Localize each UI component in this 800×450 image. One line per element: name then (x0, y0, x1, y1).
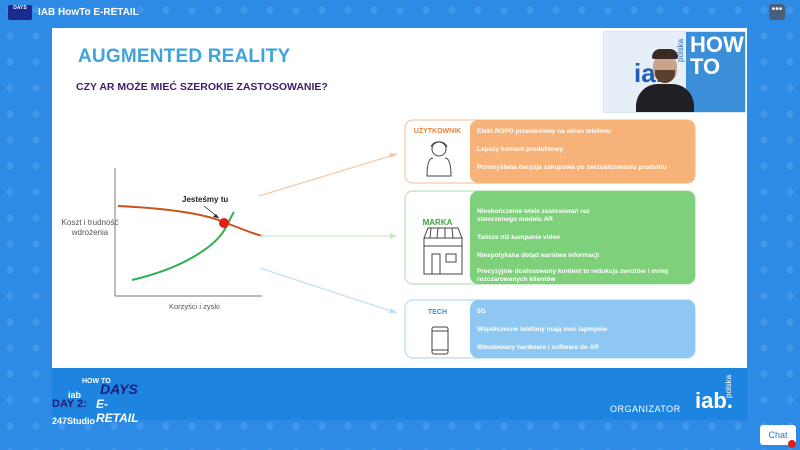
event-logo-iab: iab (68, 390, 82, 400)
arrow-to-user (258, 153, 398, 197)
phone-icon (431, 326, 449, 355)
speaker-body (636, 84, 694, 112)
window-titlebar: DAYS IAB HowTo E-RETAIL ••• (0, 0, 800, 26)
event-logo-days: DAYS (100, 381, 138, 397)
brand-list-fill (470, 191, 695, 284)
slide-diagram (114, 119, 696, 359)
webcam-howto: HOW TO (690, 32, 744, 79)
arrow-to-tech-head (389, 308, 397, 313)
brand-item: Niespotykana dotąd warstwa informacji (477, 252, 600, 259)
intersection-point (219, 218, 229, 228)
user-item: Efekt ROPO przeniesiony na ekran telefon… (477, 128, 612, 135)
tech-list-fill (470, 300, 695, 358)
user-segment-label: UŻYTKOWNIK (413, 128, 462, 135)
app-logo: DAYS (8, 5, 32, 20)
tech-segment-label: TECH (427, 309, 448, 316)
speaker-beard (655, 70, 675, 83)
app-title: IAB HowTo E-RETAIL (38, 7, 139, 18)
brand-item: Nieskończenie wiele zastosowań raz stwor… (477, 208, 590, 223)
arrow-head (213, 214, 219, 218)
presentation-slide: AUGMENTED REALITY CZY AR MOŻE MIEĆ SZERO… (52, 28, 747, 368)
arrow-to-user-head (389, 153, 397, 158)
tech-item: Współczesne telefony mają moc laptopów (477, 326, 608, 333)
user-list-fill (470, 120, 695, 183)
event-logo-eretail: E-RETAIL (96, 397, 139, 425)
shop-icon (423, 227, 463, 275)
speaker-webcam: iab HOW TO polska (603, 31, 746, 113)
chat-notification-dot (788, 440, 796, 448)
user-icon (426, 141, 452, 177)
speaker-hair (652, 49, 678, 59)
chart-x-axis-label: Korzyści i zyski (169, 302, 220, 311)
benefit-curve (131, 211, 235, 281)
app-logo-text: DAYS (13, 5, 27, 11)
organizer-logo: iab. (695, 388, 733, 413)
arrow-to-brand-head (390, 233, 397, 239)
event-logo: iab HOW TO DAYS DAY 2: E-RETAIL 247Studi… (52, 376, 142, 426)
webcam-brand-sub: polska (676, 38, 685, 62)
brand-item: Tańsze niż kampanie video (477, 234, 560, 241)
event-logo-day2: DAY 2: (52, 398, 87, 410)
chart-y-axis-label: Koszt i trudność wdrożenia (61, 218, 119, 237)
slide-title: AUGMENTED REALITY (78, 46, 291, 67)
arrow-to-tech (259, 267, 398, 314)
brand-item: Precyzyjnie dostosowany kontent to reduk… (477, 268, 669, 283)
organizer-logo-sub: polska (724, 374, 733, 398)
tech-item: 5G (477, 308, 486, 315)
slide-subtitle: CZY AR MOŻE MIEĆ SZEROKIE ZASTOSOWANIE? (76, 81, 328, 93)
studio-label: 247Studio (52, 416, 96, 426)
event-footer: iab HOW TO DAYS DAY 2: E-RETAIL 247Studi… (52, 368, 747, 426)
chat-button[interactable]: Chat (760, 425, 796, 445)
event-logo-howto: HOW TO (82, 378, 111, 385)
more-options-button[interactable]: ••• (769, 4, 785, 20)
user-item: Przemyślana decyzja zakupowa po zwizuali… (477, 164, 667, 171)
tech-item: Wbudowany hardware i software do AR (477, 344, 599, 351)
chart-annotation: Jesteśmy tu (182, 195, 229, 204)
brand-segment-label: MARKA (422, 218, 453, 227)
cost-curve (117, 205, 263, 237)
user-item: Lepszy kontent produktowy (477, 146, 563, 153)
organizer-label: ORGANIZATOR (610, 404, 681, 414)
